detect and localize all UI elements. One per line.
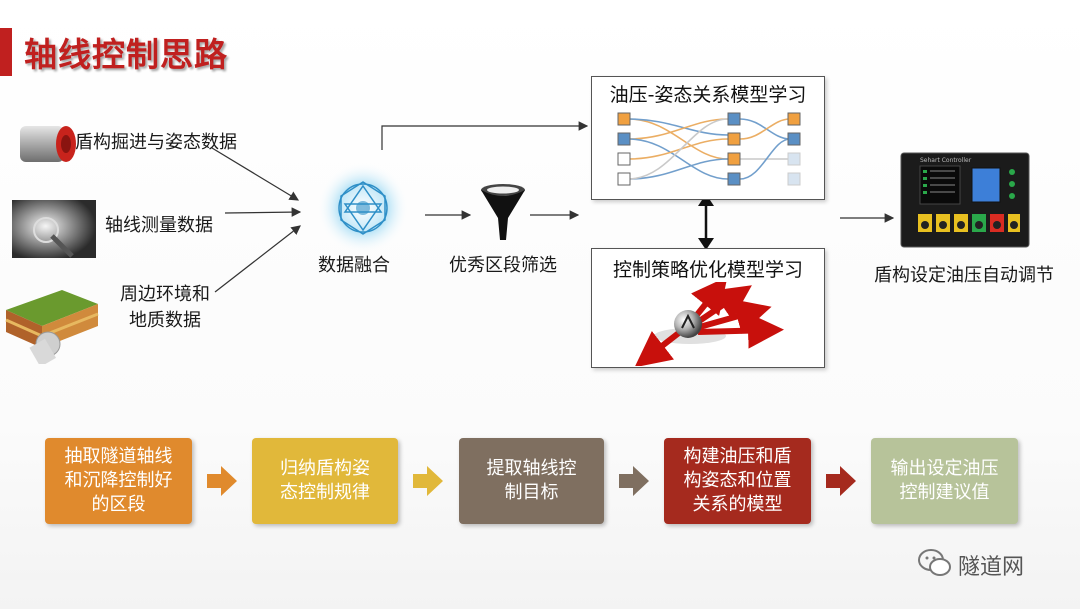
watermark-text: 隧道网 (958, 555, 1025, 580)
title-accent-bar (0, 28, 12, 76)
controller-label: 盾构设定油压自动调节 (874, 265, 1054, 286)
step-2-label: 归纳盾构姿 态控制规律 (280, 458, 370, 503)
input-label-survey: 轴线测量数据 (105, 215, 213, 236)
step-2-summarize-rules: 归纳盾构姿 态控制规律 (252, 438, 398, 524)
wechat-icon (918, 549, 951, 576)
arrow-input1-fusion (211, 147, 300, 201)
funnel-icon (481, 184, 525, 240)
arrow-fusion-model (381, 121, 589, 150)
input-label-geology: 周边环境和 地质数据 (120, 284, 210, 331)
step-5-output-values: 输出设定油压 控制建议值 (871, 438, 1018, 524)
strategy-arrows-graphic (634, 276, 784, 368)
model-learning-panel: 油压-姿态关系模型学习 (591, 76, 825, 200)
chevron-right-icon (207, 466, 237, 496)
geology-block-icon (5, 290, 99, 364)
step-4-label: 构建油压和盾 构姿态和位置 关系的模型 (683, 446, 792, 515)
chevron-right-icon (826, 466, 856, 496)
fusion-label: 数据融合 (318, 255, 390, 276)
input-label-tbm: 盾构掘进与姿态数据 (75, 132, 237, 153)
filter-label: 优秀区段筛选 (449, 255, 557, 276)
step-3-label: 提取轴线控 制目标 (486, 458, 577, 503)
strategy-panel-title: 控制策略优化模型学习 (612, 259, 803, 281)
double-arrow-head-down (698, 238, 714, 250)
network-flow-graphic (617, 112, 801, 186)
chevron-right-icon (619, 466, 649, 496)
controller-device-icon: Sehart Controller (900, 152, 1030, 248)
tunnel-survey-icon (12, 200, 96, 258)
page-title: 轴线控制思路 (24, 35, 228, 74)
strategy-learning-panel: 控制策略优化模型学习 (591, 248, 825, 368)
shield-machine-icon (20, 126, 76, 162)
step-4-build-model: 构建油压和盾 构姿态和位置 关系的模型 (664, 438, 811, 524)
step-5-label: 输出设定油压 控制建议值 (890, 458, 999, 503)
data-fusion-icon (317, 162, 409, 254)
arrow-input3-fusion (214, 225, 301, 293)
arrow-input2-fusion (224, 207, 302, 217)
step-3-extract-target: 提取轴线控 制目标 (459, 438, 604, 524)
controller-screen-title: Sehart Controller (920, 157, 972, 164)
double-arrow-head-up (698, 194, 714, 206)
step-1-label: 抽取隧道轴线 和沉降控制好 的区段 (64, 446, 173, 515)
step-1-extract-segments: 抽取隧道轴线 和沉降控制好 的区段 (45, 438, 192, 524)
model-panel-title: 油压-姿态关系模型学习 (609, 84, 807, 106)
chevron-right-icon (413, 466, 443, 496)
